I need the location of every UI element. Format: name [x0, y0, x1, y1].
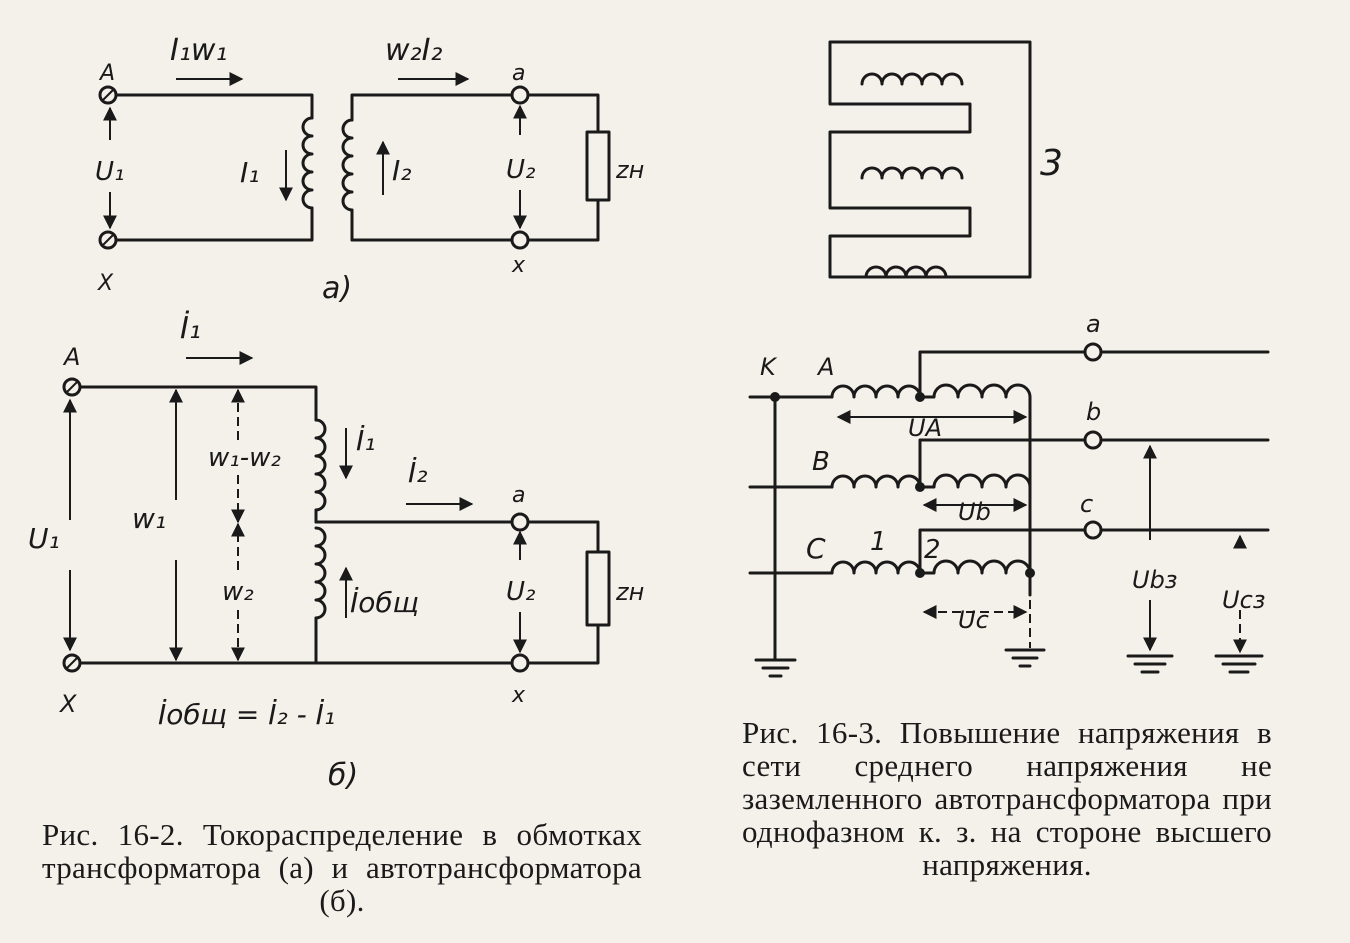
label-UA: UА — [908, 414, 942, 442]
fig-a-label-w2I2: w₂I₂ — [385, 33, 442, 68]
fig-b-load-resistor — [585, 550, 611, 627]
fig-a-terminal-a — [510, 85, 530, 105]
fig-b-label-x: x — [511, 683, 526, 708]
fig-b-top-wire — [70, 385, 318, 422]
core-outline — [828, 40, 1032, 279]
label-K: K — [760, 353, 778, 381]
fig-b-label-Iobsch: İобщ — [350, 586, 419, 619]
label-Uc3: Ucз — [1222, 586, 1266, 614]
fig-a-primary-coil — [301, 116, 314, 210]
fig-b-coil-upper — [314, 418, 327, 512]
fig-a-load-wire — [526, 93, 600, 242]
fig-a-label-A: A — [98, 61, 115, 86]
fig-b-label-w1w2: w₁-w₂ — [208, 443, 281, 473]
core-winding-bottom — [864, 265, 948, 279]
caption-fig-16-3: Рис. 16-3. Повышение напряжения в сети с… — [742, 715, 1272, 882]
fig-a-secondary-top-wire — [350, 93, 514, 122]
fig-b-label-I2: İ₂ — [408, 456, 427, 489]
fig-a-primary-bottom-wire — [106, 206, 314, 242]
terminal-b — [1083, 430, 1103, 450]
winding-B-series — [830, 474, 922, 489]
fig-a-label-U2: U₂ — [506, 155, 535, 185]
fig-a-label-a: a — [512, 61, 525, 86]
ground-neutral — [1004, 648, 1046, 668]
fig-b-label-U2: U₂ — [506, 577, 535, 607]
fig-a-load-resistor — [585, 130, 611, 202]
fig-a-label-I1w1: I₁w₁ — [170, 33, 227, 68]
fig-b-coil-lower — [314, 526, 327, 620]
core-winding-top — [860, 72, 964, 86]
winding-C-series — [830, 560, 922, 575]
fig-b-label-U1: U₁ — [28, 522, 60, 555]
fig-b-subfig-label: б) — [328, 758, 358, 793]
winding-C-common — [918, 559, 1032, 575]
fig-b-formula: İобщ = İ₂ - İ₁ — [158, 698, 335, 731]
label-C: C — [806, 532, 826, 565]
label-Ub: Ub — [958, 498, 991, 526]
core-label-3: 3 — [1040, 143, 1063, 184]
winding-A-common — [918, 383, 1032, 399]
fig-a-transformer: A X a x I₁w₁ w₂I₂ U₁ I₁ I₂ U₂ zн a) — [95, 33, 644, 306]
fig-core-sketch: 3 — [828, 40, 1063, 279]
label-1: 1 — [870, 527, 887, 557]
fig-a-label-zn: zн — [615, 156, 644, 184]
fig-16-3-network: K A B C a b c 1 2 UА Ub Uc Ubз Ucз — [748, 310, 1270, 678]
ground-c — [1214, 654, 1264, 674]
fig-b-terminal-a — [510, 512, 530, 532]
label-c: c — [1080, 490, 1093, 518]
fig-b-autotransformer: A X a x İ₁ İ₁ İ₂ U₁ w₁ w₁-w₂ w₂ İобщ U₂ … — [28, 310, 644, 793]
ground-b — [1126, 654, 1174, 674]
label-a: a — [1086, 310, 1101, 338]
fig-b-label-A: A — [62, 343, 80, 371]
winding-B-common — [918, 473, 1032, 489]
fig-a-label-x: x — [511, 253, 526, 278]
terminal-a — [1083, 342, 1103, 362]
label-A: A — [816, 353, 834, 381]
fig-a-label-I2: I₂ — [392, 154, 411, 187]
fig-b-label-w2: w₂ — [222, 577, 254, 607]
fig-b-label-I1-top: İ₁ — [180, 310, 201, 346]
fig-b-label-w1: w₁ — [132, 502, 166, 535]
fig-b-terminal-x — [510, 653, 530, 673]
output-lines — [1099, 350, 1270, 532]
fig-a-secondary-coil — [341, 118, 354, 212]
label-Ub3: Ubз — [1132, 566, 1178, 594]
fig-b-label-a: a — [512, 483, 525, 508]
fig-a-primary-top-wire — [106, 93, 314, 120]
label-B: B — [812, 447, 830, 477]
label-2: 2 — [924, 535, 941, 565]
ground-K — [754, 658, 797, 678]
terminal-c — [1083, 520, 1103, 540]
fig-a-label-I1: I₁ — [240, 156, 259, 189]
label-Uc: Uc — [958, 606, 989, 634]
caption-fig-16-2: Рис. 16-2. Токораспределение в обмотках … — [42, 817, 642, 918]
fig-b-label-I1-coil: İ₁ — [356, 424, 375, 457]
fig-a-subfig-label: a) — [322, 271, 352, 306]
core-winding-middle — [860, 166, 964, 180]
fig-a-label-U1: U₁ — [95, 157, 124, 187]
fig-a-terminal-x — [510, 230, 530, 250]
fig-b-load-wire — [526, 520, 600, 665]
fig-b-label-X: X — [58, 690, 77, 718]
label-b: b — [1086, 398, 1101, 426]
winding-A-series — [830, 384, 922, 399]
fig-a-label-X: X — [97, 271, 114, 296]
fig-b-label-zn: zн — [615, 578, 644, 606]
